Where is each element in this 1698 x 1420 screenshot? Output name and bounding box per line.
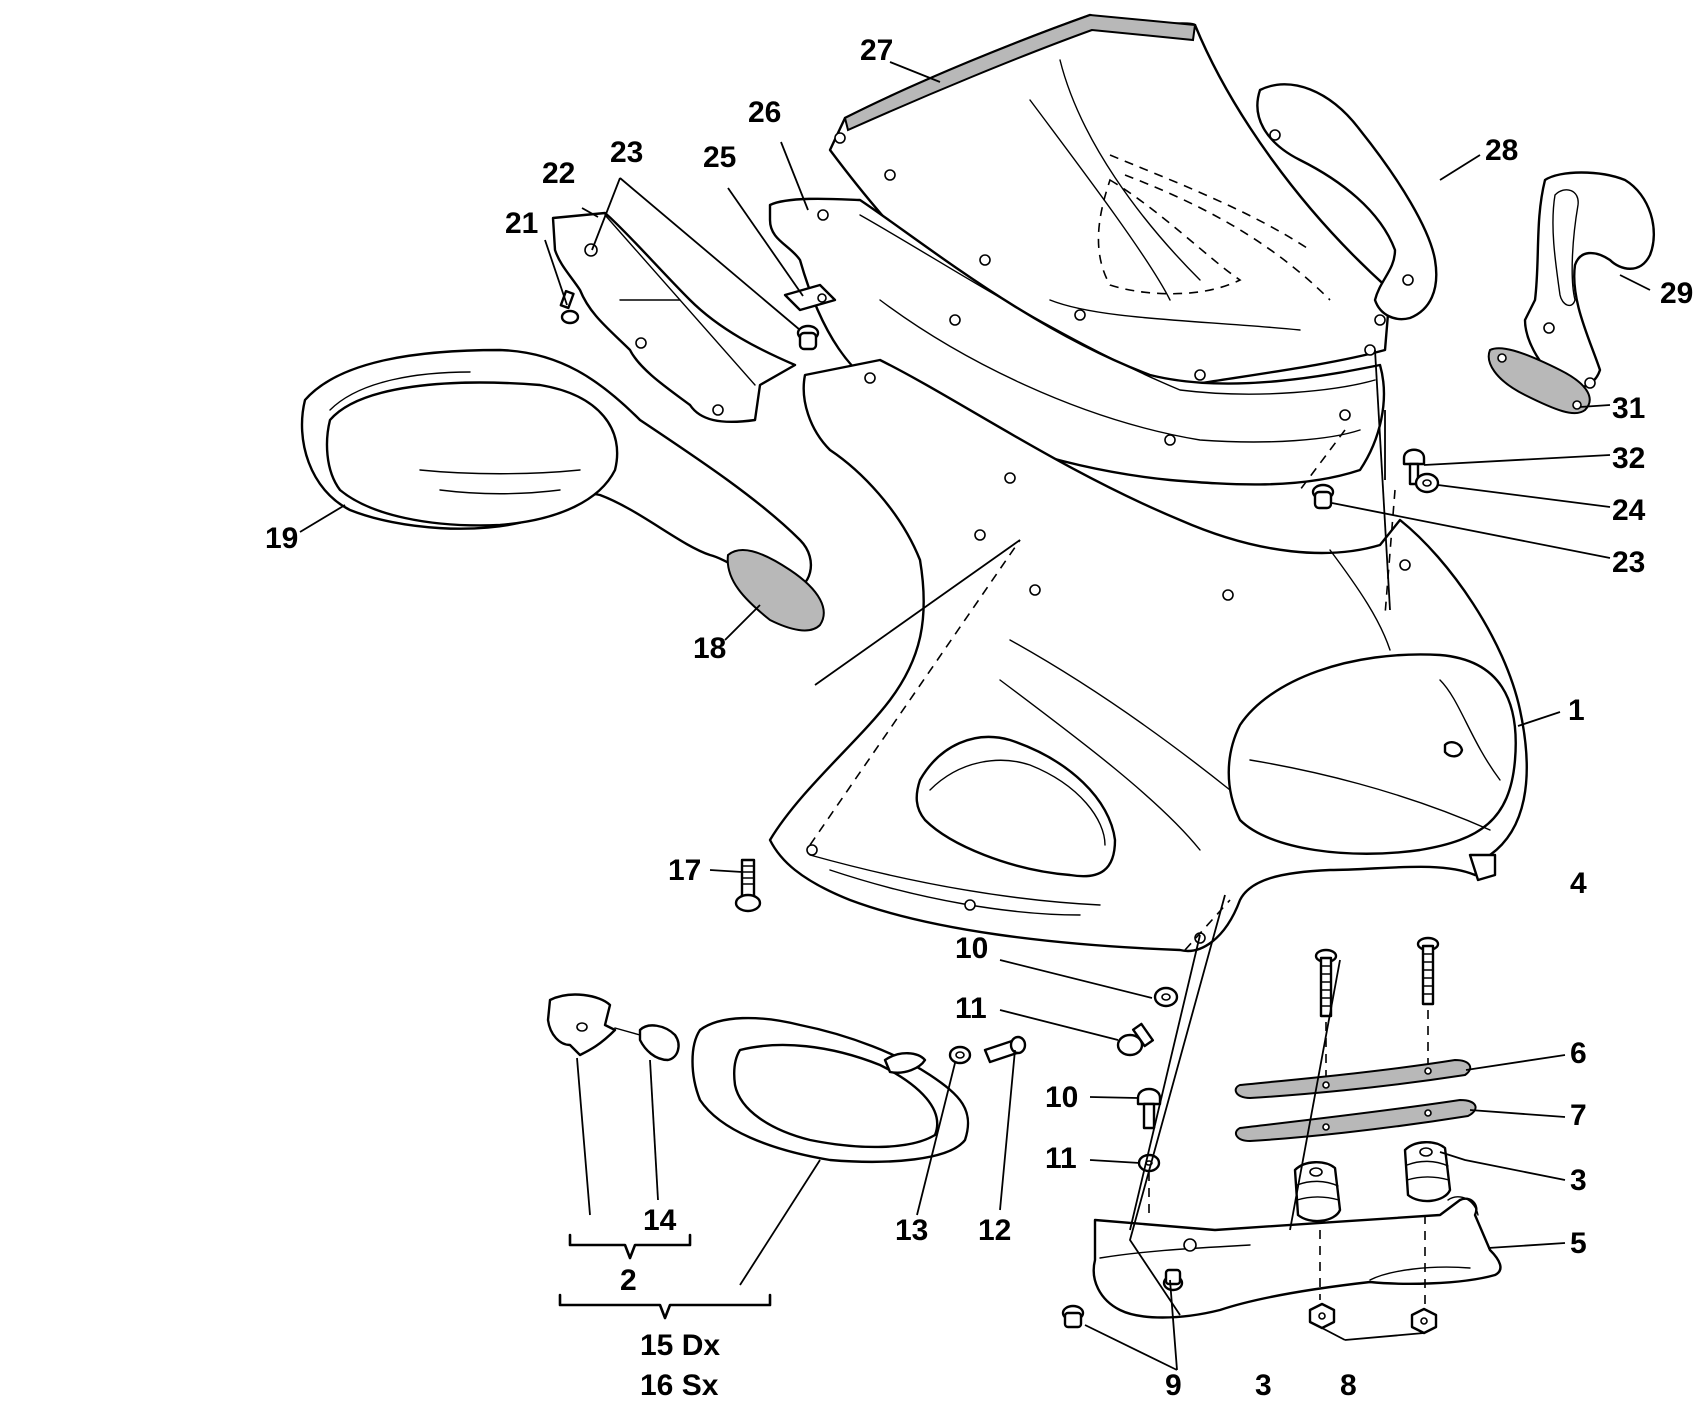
callout-7: 7 — [1570, 1099, 1587, 1132]
front-fairing — [768, 358, 1528, 953]
callout-31: 31 — [1612, 392, 1645, 425]
callout-1: 1 — [1568, 694, 1585, 727]
brace-15-16 — [558, 1293, 772, 1320]
nuts-8 — [1308, 1215, 1438, 1335]
callout-11-upper: 11 — [955, 992, 987, 1025]
mounting-line-1 — [1374, 349, 1391, 611]
screw-10-lower — [1136, 1087, 1162, 1130]
callout-5: 5 — [1570, 1227, 1587, 1260]
callout-24: 24 — [1612, 494, 1646, 527]
rubber-strip-7 — [1234, 1098, 1477, 1143]
rubber-strip-6 — [1234, 1058, 1472, 1100]
callout-23-right: 23 — [1612, 546, 1645, 579]
callout-labels: 1 2 3 3 4 5 6 7 8 9 10 10 11 11 12 13 14… — [265, 34, 1693, 1402]
bracket-29 — [1523, 171, 1655, 389]
callout-3-bottom: 3 — [1255, 1369, 1272, 1402]
callout-21: 21 — [505, 207, 538, 240]
callout-28: 28 — [1485, 134, 1518, 167]
mounting-dashed-line-center — [1299, 429, 1346, 491]
mount-line-lower-1 — [1129, 894, 1226, 1316]
bulb-14 — [614, 1024, 680, 1062]
mirror-gasket-18 — [726, 549, 825, 632]
gasket-31 — [1487, 347, 1591, 415]
callout-27: 27 — [860, 34, 893, 67]
rubber-block-3-right — [1403, 1141, 1452, 1203]
callout-29: 29 — [1660, 277, 1693, 310]
grommet-23-left — [796, 324, 820, 351]
screw-17 — [734, 858, 762, 913]
screw-21 — [559, 289, 580, 325]
callout-2: 2 — [620, 1264, 637, 1297]
callout-18: 18 — [693, 632, 726, 665]
callout-25: 25 — [703, 141, 736, 174]
callout-16-sx: 16 Sx — [640, 1369, 719, 1402]
left-bracket-22 — [551, 211, 797, 424]
washer-10-upper — [1153, 986, 1179, 1008]
callout-13: 13 — [895, 1214, 928, 1247]
callout-19: 19 — [265, 522, 298, 555]
screw-12 — [983, 1035, 1027, 1064]
callout-15-dx: 15 Dx — [640, 1329, 720, 1362]
callout-17: 17 — [668, 854, 701, 887]
callout-32: 32 — [1612, 442, 1645, 475]
bulb-holder-2 — [546, 993, 617, 1057]
callout-11-lower: 11 — [1045, 1142, 1077, 1175]
side-trim-28 — [1256, 83, 1438, 321]
callout-6: 6 — [1570, 1037, 1587, 1070]
mount-line-lower-2 — [1129, 934, 1201, 1231]
indicator-lens — [691, 1016, 970, 1164]
callout-8: 8 — [1340, 1369, 1357, 1402]
washer-13 — [948, 1045, 972, 1065]
mounting-dashed-line-right — [1384, 489, 1396, 616]
rubber-block-3-left — [1293, 1161, 1342, 1223]
mirror-19 — [300, 348, 812, 592]
grommet-23-right — [1311, 483, 1335, 510]
callout-26: 26 — [748, 96, 781, 129]
callout-10-upper: 10 — [955, 932, 988, 965]
callout-10-lower: 10 — [1045, 1081, 1078, 1114]
washer-24 — [1414, 472, 1440, 494]
grommets-9 — [1061, 1268, 1184, 1329]
clip-25 — [783, 283, 837, 312]
screws-4 — [1314, 936, 1440, 1082]
brace-2 — [568, 1233, 692, 1260]
callout-14: 14 — [643, 1204, 677, 1237]
callout-9: 9 — [1165, 1369, 1182, 1402]
lower-bracket-5 — [1092, 1196, 1502, 1319]
callout-22: 22 — [542, 157, 575, 190]
screw-11-upper — [1116, 1022, 1155, 1057]
callout-3-right: 3 — [1570, 1164, 1587, 1197]
leader-lines — [299, 61, 1651, 1371]
callout-23-left: 23 — [610, 136, 643, 169]
callout-12: 12 — [978, 1214, 1011, 1247]
screw-32 — [1402, 448, 1426, 486]
callout-4: 4 — [1570, 867, 1587, 900]
